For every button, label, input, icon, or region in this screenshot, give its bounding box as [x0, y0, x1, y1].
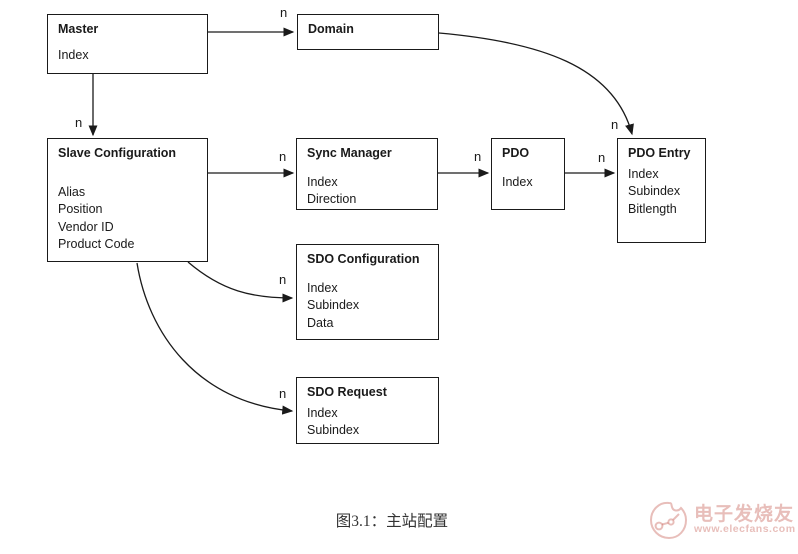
- figure-caption: 图3.1：主站配置: [335, 513, 449, 530]
- edge-label-sync-pdo: n: [474, 149, 482, 164]
- node-sdo-config-field: Data: [307, 315, 334, 330]
- node-sdo-config-field: Subindex: [307, 298, 360, 312]
- edge-label-domain-entry: n: [611, 117, 619, 132]
- edge-slave-config-sdo-configuration: [187, 261, 294, 303]
- watermark-brand: 电子发烧友: [694, 503, 795, 525]
- watermark-url: www.elecfans.com: [694, 523, 796, 536]
- node-pdo: PDO Index: [491, 138, 565, 210]
- node-pdo-title: PDO: [502, 146, 530, 160]
- node-pdo-entry-field: Bitlength: [628, 201, 677, 216]
- node-pdo-field: Index: [502, 174, 533, 189]
- node-master: Master Index: [47, 14, 208, 74]
- node-master-field: Index: [58, 47, 89, 62]
- node-sync-title: Sync Manager: [307, 146, 392, 160]
- edge-label-pdo-entry: n: [598, 150, 606, 165]
- edge-label-slave-sdo-request: n: [279, 386, 287, 401]
- node-pdo-entry-field: Index: [628, 166, 659, 181]
- node-pdo-entry: PDO Entry Index Subindex Bitlength: [617, 138, 706, 243]
- node-sync-field: Direction: [307, 192, 357, 206]
- edge-domain-pdo-entry: [438, 32, 634, 136]
- node-slave-field: Position: [58, 202, 103, 216]
- node-domain: Domain: [297, 14, 439, 50]
- node-master-title: Master: [58, 22, 99, 36]
- edge-slave-config-sdo-request: [136, 262, 294, 415]
- node-domain-title: Domain: [308, 22, 354, 36]
- edge-label-slave-sync: n: [279, 149, 287, 164]
- node-pdo-entry-field: Subindex: [628, 184, 681, 198]
- node-sdo-request-field: Subindex: [307, 423, 360, 437]
- node-sdo-config-title: SDO Configuration: [307, 252, 420, 266]
- edge-label-master-domain: n: [280, 5, 288, 20]
- watermark: 电子发烧友 www.elecfans.com: [648, 490, 798, 550]
- node-sdo-config-field: Index: [307, 280, 338, 295]
- node-slave-configuration: Slave Configuration Alias Position Vendo…: [47, 138, 208, 262]
- node-sdo-request-field: Index: [307, 405, 338, 420]
- node-slave-field: Alias: [58, 184, 86, 199]
- edge-label-master-slave: n: [75, 115, 83, 130]
- node-sync-manager: Sync Manager Index Direction: [296, 138, 438, 210]
- elecfans-logo-icon: [649, 501, 688, 540]
- node-slave-field: Product Code: [58, 237, 135, 251]
- node-pdo-entry-title: PDO Entry: [628, 146, 691, 160]
- edge-label-slave-sdo-config: n: [279, 272, 287, 287]
- node-slave-title: Slave Configuration: [58, 146, 177, 160]
- node-sdo-configuration: SDO Configuration Index Subindex Data: [296, 244, 439, 340]
- node-sdo-request: SDO Request Index Subindex: [296, 377, 439, 444]
- node-sdo-request-title: SDO Request: [307, 385, 387, 399]
- node-slave-field: Vendor ID: [58, 219, 114, 234]
- node-sync-field: Index: [307, 174, 338, 189]
